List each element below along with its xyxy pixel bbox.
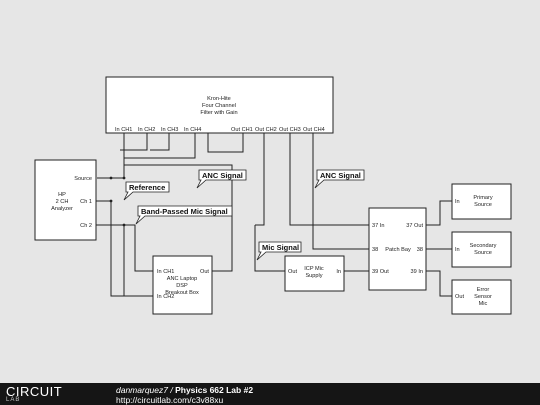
patch-bay-box[interactable]: Patch Bay 37 In 37 Out 38 38 39 Out 39 I…: [368, 207, 427, 291]
tag-anc-signal-2-label: ANC Signal: [320, 171, 361, 180]
tag-anc-signal-1-label: ANC Signal: [202, 171, 243, 180]
anc-line4: Breakout Box: [165, 290, 199, 296]
secondary-source-box[interactable]: In Secondary Source: [451, 231, 512, 268]
kron-out-ch3: Out CH3: [279, 127, 301, 133]
error-line1: Error: [477, 287, 490, 293]
patch-39-out: 39 Out: [372, 269, 389, 275]
footer-title: Physics 662 Lab #2: [175, 385, 254, 395]
anc-in-ch2: In CH2: [157, 294, 174, 300]
anc-in-ch1: In CH1: [157, 269, 174, 275]
patch-38-left: 38: [372, 247, 378, 253]
secondary-line2: Source: [474, 250, 492, 256]
footer-url[interactable]: http://circuitlab.com/c3v88xu: [116, 395, 224, 405]
anc-line3: DSP: [176, 283, 188, 289]
icp-in: In: [336, 269, 341, 275]
error-line2: Sensor: [474, 294, 492, 300]
circuitlab-logo-sub: LAB: [6, 397, 21, 403]
tag-mic-signal-label: Mic Signal: [262, 243, 299, 252]
hp-ch2-port: Ch 2: [80, 223, 92, 229]
anc-out: Out: [200, 269, 209, 275]
primary-source-box[interactable]: In Primary Source: [451, 183, 512, 220]
hp-name2: 2 CH: [56, 199, 69, 205]
patch-37-in: 37 In: [372, 223, 384, 229]
kron-line3: Filter with Gain: [200, 110, 237, 116]
anc-laptop-box[interactable]: In CH1 ANC Laptop DSP Breakout Box In CH…: [152, 255, 213, 315]
error-out: Out: [455, 294, 464, 300]
hp-name1: HP: [58, 192, 66, 198]
kron-in-ch4: In CH4: [184, 127, 201, 133]
hp-ch1-port: Ch 1: [80, 199, 92, 205]
hp-analyzer-box[interactable]: HP 2 CH Analyzer Source Ch 1 Ch 2: [34, 159, 97, 241]
footer-author[interactable]: danmarquez7: [116, 385, 168, 395]
icp-line2: Supply: [305, 273, 322, 279]
icp-line1: ICP Mic: [304, 266, 324, 272]
kron-in-ch1: In CH1: [115, 127, 132, 133]
tag-reference[interactable]: Reference: [123, 181, 170, 201]
circuitlab-logo[interactable]: CIRCUIT: [6, 384, 63, 399]
junction-dots: [109, 176, 126, 227]
tag-reference-label: Reference: [129, 183, 165, 192]
kron-in-ch3: In CH3: [161, 127, 178, 133]
secondary-line1: Secondary: [470, 243, 497, 249]
patch-name: Patch Bay: [385, 247, 411, 253]
wires: [96, 133, 452, 297]
error-sensor-mic-box[interactable]: Out Error Sensor Mic: [451, 279, 512, 315]
icp-mic-supply-box[interactable]: ICP Mic Supply Out In: [284, 255, 345, 292]
tag-anc-signal-1[interactable]: ANC Signal: [196, 169, 247, 189]
primary-line2: Source: [474, 202, 492, 208]
tag-mic-signal[interactable]: Mic Signal: [256, 241, 302, 261]
kron-in-ch2: In CH2: [138, 127, 155, 133]
patch-37-out: 37 Out: [406, 223, 423, 229]
schematic-diagram: Kron-Hite Four Channel Filter with Gain …: [34, 76, 512, 315]
secondary-in: In: [455, 247, 460, 253]
tag-band-passed-mic-signal[interactable]: Band-Passed Mic Signal: [135, 205, 233, 225]
tag-anc-signal-2[interactable]: ANC Signal: [314, 169, 365, 189]
primary-in: In: [455, 199, 460, 205]
primary-line1: Primary: [473, 195, 492, 201]
icp-out: Out: [288, 269, 297, 275]
kron-line2: Four Channel: [202, 103, 236, 109]
kron-out-ch2: Out CH2: [255, 127, 277, 133]
error-line3: Mic: [479, 301, 488, 307]
kron-out-ch4: Out CH4: [303, 127, 325, 133]
hp-name3: Analyzer: [51, 206, 73, 212]
anc-line2: ANC Laptop: [167, 276, 197, 282]
footer-credit: danmarquez7 / Physics 662 Lab #2: [116, 385, 254, 395]
kron-out-ch1: Out CH1: [231, 127, 253, 133]
footer-bar: CIRCUIT LAB danmarquez7 / Physics 662 La…: [0, 383, 540, 405]
kron-title: Kron-Hite: [207, 96, 231, 102]
hp-source-port: Source: [74, 176, 92, 182]
patch-39-in: 39 In: [411, 269, 423, 275]
kron-hite-filter-box[interactable]: Kron-Hite Four Channel Filter with Gain …: [105, 76, 334, 134]
tag-band-passed-label: Band-Passed Mic Signal: [141, 207, 228, 216]
patch-38-right: 38: [417, 247, 423, 253]
